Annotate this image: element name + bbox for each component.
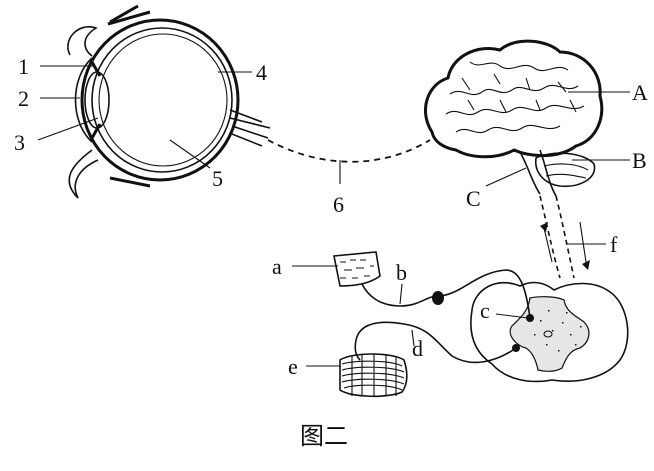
label-B: B: [632, 148, 647, 173]
cerebrum: [423, 39, 604, 159]
label-e: e: [288, 354, 298, 379]
label-1: 1: [18, 54, 29, 79]
central-canal: [543, 330, 553, 338]
spinal-tracts: [539, 195, 590, 279]
cerebellum-folds: [543, 163, 589, 179]
label-c: c: [480, 298, 490, 323]
visual-pathway-dashed: [267, 139, 431, 163]
sclera: [80, 18, 240, 182]
effector-muscle: [339, 353, 408, 398]
dorsal-root-ganglion: [432, 291, 444, 305]
label-b: b: [396, 260, 407, 285]
spinal-cord-outline: [470, 281, 629, 383]
eye-leaders: [37, 65, 252, 169]
label-5: 5: [212, 166, 223, 191]
choroid: [91, 27, 233, 173]
efferent-nerve: [354, 321, 517, 364]
lens: [84, 71, 110, 129]
label-4: 4: [256, 60, 267, 85]
label-f: f: [610, 232, 618, 257]
lower-eyelid: [68, 149, 99, 199]
cornea: [74, 57, 93, 143]
optic-nerve: [229, 109, 271, 147]
descending-arrow-icon: [582, 260, 590, 270]
brain: [423, 39, 604, 197]
afferent-nerve: [361, 269, 531, 319]
grey-matter-stipple: [528, 310, 582, 352]
eyelash-top: [107, 4, 151, 26]
eyelash-bottom: [109, 176, 151, 188]
figure-caption: 图二: [300, 424, 348, 450]
cerebellum: [535, 152, 596, 188]
grey-matter: [509, 296, 590, 372]
upper-eyelid: [67, 26, 98, 57]
label-A: A: [632, 80, 648, 105]
label-6: 6: [333, 192, 344, 217]
label-2: 2: [18, 86, 29, 111]
retina: [98, 33, 228, 167]
ascending-arrow-icon: [540, 222, 548, 232]
brainstem: [519, 149, 557, 197]
label-d: d: [412, 336, 423, 361]
spinal-cord: [470, 281, 629, 383]
receptor: [333, 251, 381, 287]
label-3: 3: [14, 130, 25, 155]
eyeball: [67, 4, 271, 199]
iris: [90, 61, 102, 139]
cerebrum-gyri: [445, 61, 585, 134]
label-a: a: [272, 254, 282, 279]
label-C: C: [466, 186, 481, 211]
